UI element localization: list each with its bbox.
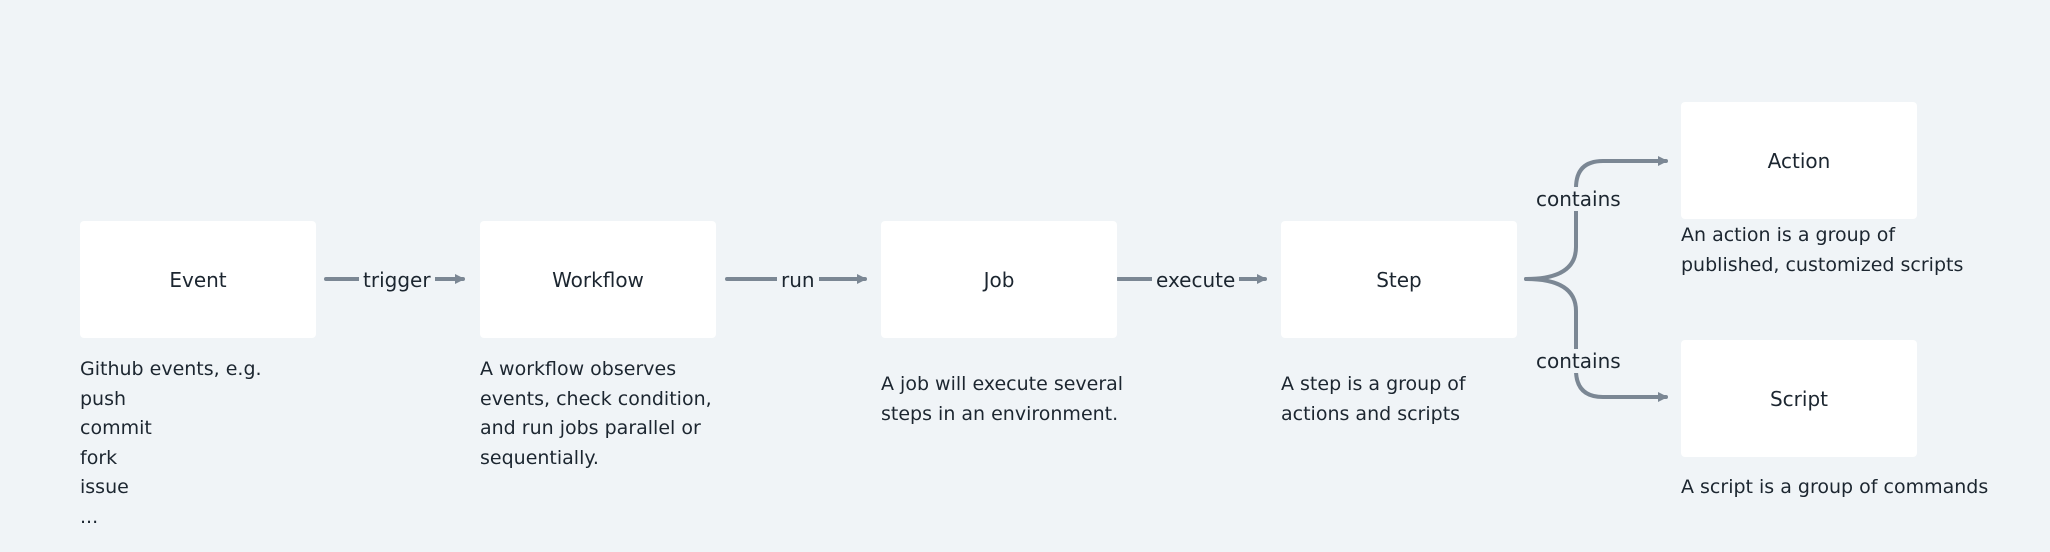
node-action-description: An action is a group of published, custo… [1681,224,1964,276]
node-job: Job [881,221,1117,338]
node-script-description: A script is a group of commands [1681,476,1989,498]
node-script: Script [1681,340,1917,457]
edge-label-contains-action: contains [1532,187,1625,211]
node-action: Action [1681,102,1917,219]
node-step: Step [1281,221,1517,338]
node-event: Event [80,221,316,338]
edge-label-run: run [777,268,819,292]
node-workflow: Workflow [480,221,716,338]
node-event-label: Event [169,267,227,292]
edge-step-action [1524,156,1668,281]
edge-label-execute: execute [1152,268,1240,292]
node-workflow-label: Workflow [552,267,644,292]
node-step-label: Step [1376,267,1422,292]
node-workflow-description: A workflow observes events, check condit… [480,358,712,469]
edge-label-trigger: trigger [359,268,435,292]
edge-label-contains-script: contains [1532,349,1625,373]
node-script-label: Script [1769,386,1828,411]
node-event-description: Github events, e.g. push commit fork iss… [80,358,262,528]
node-job-label: Job [983,267,1015,292]
node-step-description: A step is a group of actions and scripts [1281,373,1466,425]
node-action-label: Action [1767,148,1831,173]
node-job-description: A job will execute several steps in an e… [881,373,1124,425]
edge-step-script [1524,277,1668,402]
